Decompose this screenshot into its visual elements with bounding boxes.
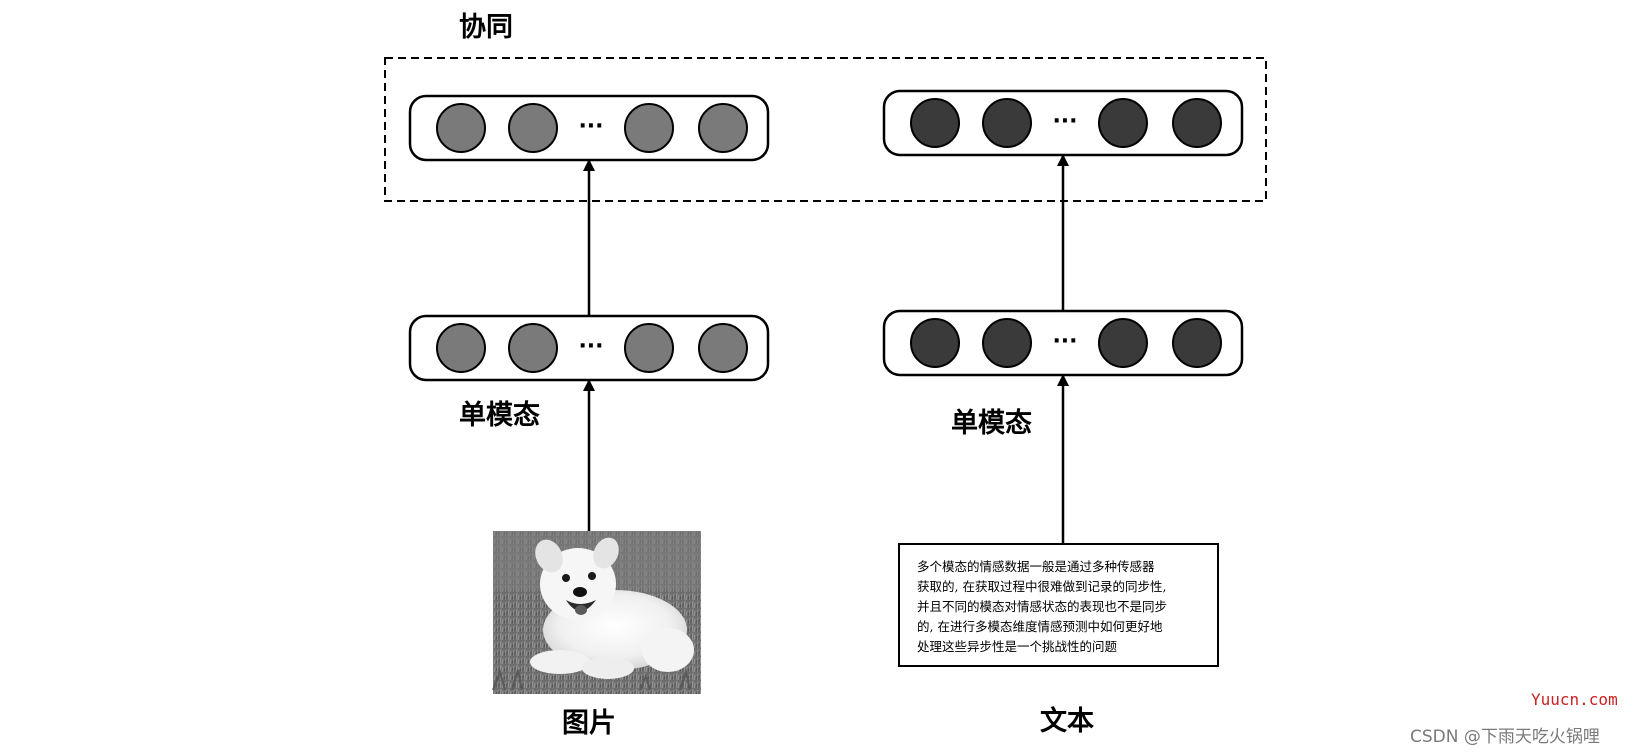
text-collab-vector: ···	[882, 89, 1244, 157]
text-caption: 文本	[1040, 706, 1094, 737]
ellipsis: ···	[1052, 109, 1077, 134]
collaborative-region	[384, 57, 1267, 202]
collaborative-label: 协同	[459, 12, 513, 43]
image-unimodal-vector: ···	[408, 314, 770, 382]
unimodal-label-left: 单模态	[459, 400, 540, 431]
unimodal-label-right: 单模态	[951, 408, 1032, 439]
node-circle	[698, 103, 748, 153]
text-box-line: 获取的, 在获取过程中很难做到记录的同步性,	[917, 579, 1167, 594]
csdn-watermark: CSDN @下雨天吃火锅哩	[1410, 727, 1600, 747]
image-caption: 图片	[562, 708, 616, 739]
ellipsis: ···	[1052, 329, 1077, 354]
text-box-line: 并且不同的模态对情感状态的表现也不是同步	[917, 599, 1168, 614]
node-circle	[1172, 318, 1222, 368]
node-circle	[436, 103, 486, 153]
text-box-line: 处理这些异步性是一个挑战性的问题	[917, 639, 1118, 654]
node-circle	[1172, 98, 1222, 148]
node-circle	[624, 323, 674, 373]
ellipsis: ···	[578, 334, 603, 359]
node-circle	[698, 323, 748, 373]
ellipsis: ···	[578, 114, 603, 139]
node-circle	[436, 323, 486, 373]
text-input-box: 多个模态的情感数据一般是通过多种传感器 获取的, 在获取过程中很难做到记录的同步…	[898, 543, 1219, 667]
site-watermark: Yuucn.com	[1531, 690, 1618, 709]
node-circle	[982, 98, 1032, 148]
node-circle	[1098, 318, 1148, 368]
node-circle	[982, 318, 1032, 368]
node-circle	[1098, 98, 1148, 148]
image-collab-vector: ···	[408, 94, 770, 162]
puppy-photo	[492, 531, 701, 694]
node-circle	[508, 103, 558, 153]
text-box-line: 多个模态的情感数据一般是通过多种传感器	[917, 559, 1155, 574]
node-circle	[910, 98, 960, 148]
node-circle	[910, 318, 960, 368]
text-box-line: 的, 在进行多模态维度情感预测中如何更好地	[917, 619, 1163, 634]
text-unimodal-vector: ···	[882, 309, 1244, 377]
node-circle	[508, 323, 558, 373]
node-circle	[624, 103, 674, 153]
